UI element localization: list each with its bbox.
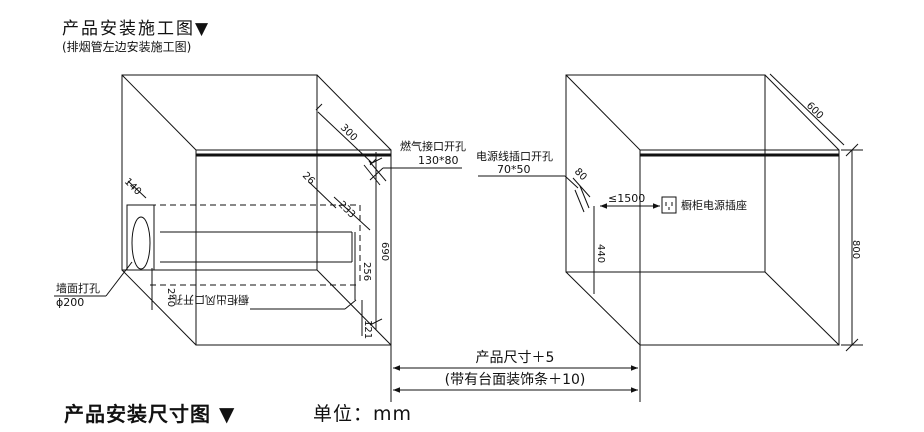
dim-256-label: 256 [361,262,372,281]
dim-233-label: 233 [336,199,357,220]
right-back-wall [565,74,766,273]
socket-label: 橱柜电源插座 [681,198,747,212]
socket-icon [661,196,677,214]
unit-label: 单位：mm [313,403,413,425]
vent-hole-callout [250,299,357,310]
cable-length-label: ≤1500 [608,192,645,205]
dim-600-line [769,73,845,146]
dim-300-label: 300 [338,122,359,143]
dim-140-label: 140 [122,176,143,197]
dim-233-line [333,196,371,231]
dim-800-label: 800 [850,240,861,259]
wall-hole [131,216,151,270]
dim-80-label: 80 [572,166,589,183]
vent-hole-label: 橱柜出风口开孔 [172,293,249,307]
left-dimensions [127,103,383,336]
power-hole-size: 70*50 [497,163,531,176]
dim-690-label: 690 [379,242,390,261]
exhaust-duct [126,204,361,286]
dim-26-label: 26 [300,170,317,187]
wall-hole-size: ϕ200 [56,296,84,309]
dim-300-line [317,111,373,164]
right-dimensions [572,73,863,352]
gas-hole-callout [363,160,462,186]
left-back-wall [121,74,318,271]
dim-121-label: 121 [362,320,373,339]
product-size-trim-label: (带有台面装饰条＋10) [445,371,586,388]
page-title: 产品安装施工图▼ [62,19,211,39]
wall-hole-title: 墙面打孔 [56,281,100,295]
left-cabinet [121,74,392,346]
power-hole-title: 电源线插口开孔 [476,149,553,163]
wall-hole-callout [54,261,133,297]
gas-hole-size: 130*80 [418,154,459,167]
product-size-label: 产品尺寸＋5 [476,350,555,366]
page-subtitle: (排烟管左边安装施工图) [62,40,192,54]
dim-600-label: 600 [804,100,825,121]
dim-440-label: 440 [595,244,606,263]
dim-26-line [308,181,337,209]
left-front-face [195,149,392,346]
wall-hole-frame [126,204,155,271]
dim-80-line [572,177,591,198]
power-hole-callout [478,175,579,189]
right-front-face [639,149,840,346]
gas-hole-title: 燃气接口开孔 [400,139,466,153]
footer-title: 产品安装尺寸图 ▼ [64,402,236,426]
product-width-dims [390,345,641,402]
dim-240-label: 240 [165,288,176,307]
dim-140-line [127,180,147,199]
right-cabinet [565,74,840,346]
